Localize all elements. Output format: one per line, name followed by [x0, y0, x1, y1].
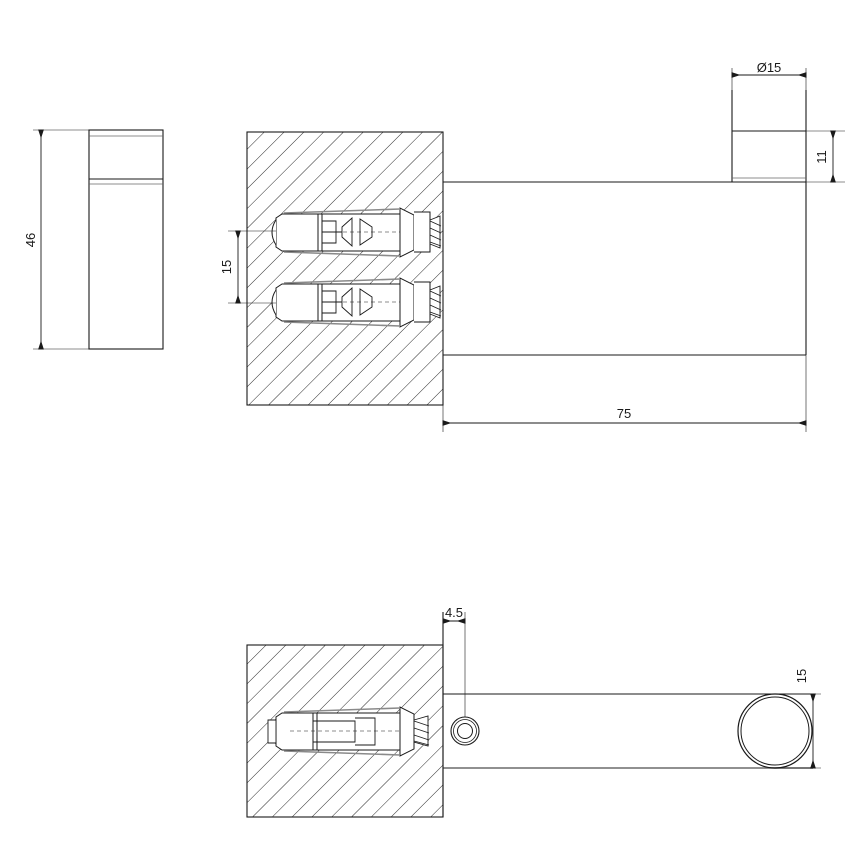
screw-lower-threads: [429, 290, 442, 317]
wall-anchor-lower: [271, 277, 442, 328]
dimension-46: 46: [23, 129, 89, 350]
grub-screw-socket: [457, 723, 473, 739]
dimension-11-cap-height: 11: [806, 130, 845, 183]
anchor-plan-body-mid: [355, 717, 376, 746]
anchor-lower-nose: [271, 289, 277, 316]
wall-anchor-upper: [271, 207, 442, 258]
anchor-upper-head: [414, 211, 431, 253]
anchor-plan-shade-top: [283, 707, 401, 713]
anchor-lower-screw: [429, 285, 442, 319]
end-cap: [731, 90, 807, 182]
anchor-lower-shade-bottom: [283, 321, 401, 327]
dimension-label-46: 46: [23, 233, 38, 247]
bar-end-circle: [737, 693, 813, 769]
dimension-15-bar-width: 15: [775, 669, 821, 769]
dimension-label-4-5: 4.5: [445, 605, 463, 620]
grub-screw-ring: [453, 719, 477, 743]
wall-anchor-plan: [267, 706, 430, 757]
dimension-label-11: 11: [814, 150, 829, 164]
dimension-diameter-15: Ø15: [731, 60, 807, 90]
anchor-plan-shade-bottom: [283, 750, 401, 756]
anchor-lower-head: [414, 281, 431, 323]
left-side-elevation-view: 46: [23, 129, 164, 350]
anchor-plan-tip: [267, 719, 277, 744]
anchor-upper-shade-bottom: [283, 251, 401, 257]
wall-hatch-fill-upper: [247, 132, 443, 405]
anchor-plan-plug: [275, 712, 401, 751]
front-section-view: 15 75 Ø15 11: [219, 60, 845, 432]
end-circle-outer: [737, 693, 813, 769]
wall-outline-upper: [246, 131, 444, 406]
plan-bar-body: [442, 612, 813, 817]
anchor-upper-shade-top: [283, 208, 401, 214]
dimension-label-15-spacing: 15: [219, 260, 234, 274]
dimension-label-75: 75: [617, 406, 631, 421]
anchor-upper-screw: [429, 215, 442, 249]
anchor-lower-shade-top: [283, 278, 401, 284]
side-view-profile: [88, 129, 164, 350]
anchor-upper-flange: [399, 207, 415, 258]
end-circle-inner: [740, 696, 810, 766]
dimension-label-diameter-15: Ø15: [757, 60, 782, 75]
screw-plan-threads: [413, 720, 430, 746]
anchor-upper-nose: [271, 219, 277, 246]
grub-screw: [450, 716, 480, 746]
anchor-plan-screw: [413, 715, 430, 747]
anchor-plan-core: [313, 720, 356, 743]
dimension-15-anchor-spacing: 15: [219, 230, 276, 304]
dimension-75-length: 75: [442, 355, 807, 432]
dimension-4-5: 4.5: [442, 605, 466, 717]
anchor-plan-flange: [399, 706, 415, 757]
anchor-lower-flange: [399, 277, 415, 328]
dimension-label-15-bar-width: 15: [794, 669, 809, 683]
cylindrical-bar-body: [443, 181, 807, 356]
plan-section-view: 4.5 15: [246, 605, 821, 818]
screw-upper-threads: [429, 220, 442, 247]
hatched-wall-section-upper: [246, 131, 444, 406]
